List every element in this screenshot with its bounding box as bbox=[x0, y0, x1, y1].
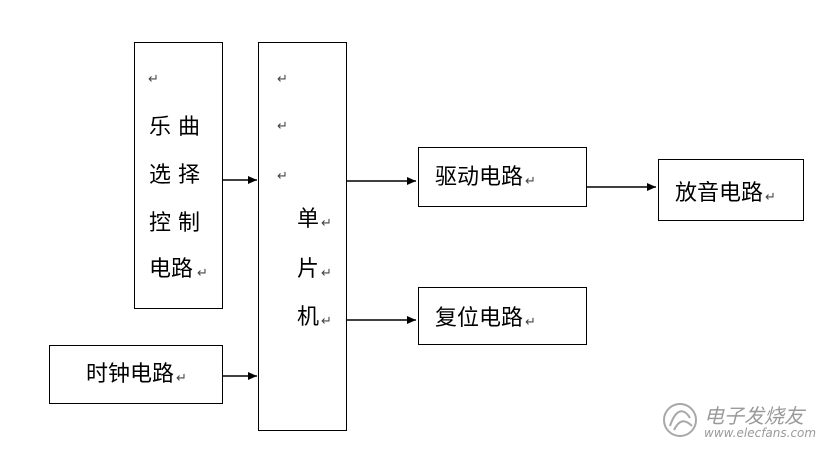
return-mark: ↵ bbox=[277, 119, 288, 134]
reset-circuit-block: 复位电路 ↵ bbox=[418, 287, 587, 345]
speaker-circuit-block: 放音电路 ↵ bbox=[658, 159, 804, 221]
mcu-label-char: 机 bbox=[297, 305, 320, 330]
return-mark: ↵ bbox=[321, 314, 332, 329]
music-select-control-block: ↵ 乐 曲 选 择 控 制 电路 ↵ bbox=[134, 42, 223, 309]
watermark-title: 电子发烧友 bbox=[704, 404, 804, 428]
block-label-line: 乐 曲 bbox=[149, 115, 200, 140]
mcu-label-char: 片 bbox=[297, 257, 320, 282]
mcu-label-char: 单 bbox=[297, 207, 320, 232]
block-label: 放音电路 bbox=[675, 181, 764, 206]
return-mark: ↵ bbox=[525, 174, 536, 189]
block-label-line: 控 制 bbox=[149, 211, 200, 236]
driver-circuit-block: 驱动电路 ↵ bbox=[418, 147, 587, 207]
elecfans-logo-icon bbox=[663, 403, 697, 437]
watermark: 电子发烧友 www.elecfans.com bbox=[660, 398, 816, 444]
return-mark: ↵ bbox=[277, 72, 288, 87]
return-mark: ↵ bbox=[321, 216, 332, 231]
return-mark: ↵ bbox=[277, 169, 288, 184]
return-mark: ↵ bbox=[321, 266, 332, 281]
return-mark: ↵ bbox=[765, 190, 776, 205]
block-label-line: 电路 bbox=[149, 257, 194, 282]
clock-circuit-block: 时钟电路 ↵ bbox=[49, 345, 223, 404]
return-mark: ↵ bbox=[148, 72, 159, 87]
mcu-block: ↵ ↵ ↵ 单 ↵ 片 ↵ 机 ↵ bbox=[258, 42, 347, 431]
watermark-url: www.elecfans.com bbox=[704, 426, 817, 440]
block-label-line: 选 择 bbox=[149, 163, 200, 188]
block-label: 复位电路 bbox=[435, 306, 524, 331]
return-mark: ↵ bbox=[176, 371, 187, 386]
block-label: 驱动电路 bbox=[435, 165, 524, 190]
return-mark: ↵ bbox=[525, 315, 536, 330]
return-mark: ↵ bbox=[197, 266, 208, 281]
block-label: 时钟电路 bbox=[86, 362, 175, 387]
